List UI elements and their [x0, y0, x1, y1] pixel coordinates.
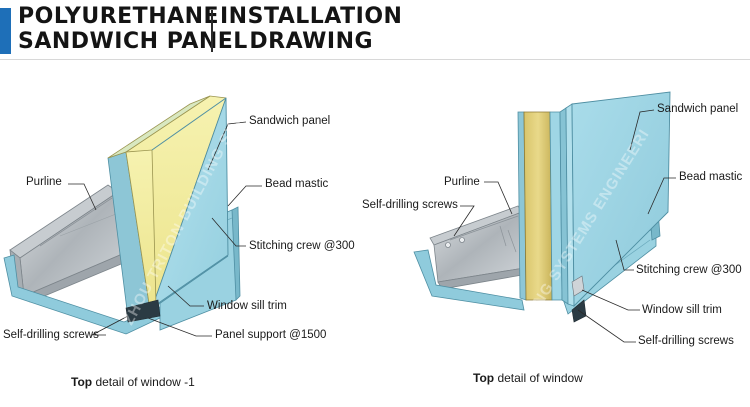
right-label-stitching-crew: Stitching crew @300 [636, 264, 742, 276]
right-label-sandwich-panel: Sandwich panel [657, 103, 739, 115]
right-label-self-drilling-screws-bottom: Self-drilling screws [638, 335, 734, 347]
left-caption-text: detail of window -1 [92, 375, 195, 389]
header: POLYURETHANE SANDWICH PANEL INSTALLATION… [0, 0, 750, 60]
right-drawing [413, 91, 676, 343]
left-caption: Top detail of window -1 [71, 375, 195, 389]
right-caption: Top detail of window [473, 371, 583, 385]
right-leader-lines [453, 109, 676, 343]
left-purline [9, 184, 127, 303]
header-rule [0, 59, 750, 60]
title-drawing-line2: DRAWING [249, 29, 374, 54]
left-label-stitching-crew: Stitching crew @300 [249, 240, 355, 252]
left-label-self-drilling-screws: Self-drilling screws [3, 329, 99, 341]
left-label-sandwich-panel: Sandwich panel [249, 115, 331, 127]
right-caption-text: detail of window [494, 371, 583, 385]
accent-bar [0, 8, 11, 54]
right-label-bead-mastic: Bead mastic [679, 171, 743, 183]
title-product-line2: SANDWICH PANEL [18, 29, 248, 54]
left-drawing [3, 95, 262, 337]
left-caption-bold: Top [71, 375, 93, 389]
left-label-window-sill-trim: Window sill trim [207, 300, 287, 312]
title-drawing-line1: INSTALLATION [220, 4, 403, 29]
right-sandwich-panel [517, 91, 671, 323]
left-label-panel-support: Panel support @1500 [215, 329, 327, 341]
title-separator [211, 10, 213, 52]
left-leader-lines [68, 121, 262, 337]
title-drawing: INSTALLATION DRAWING [220, 4, 402, 54]
right-label-window-sill-trim: Window sill trim [642, 304, 722, 316]
right-label-purline: Purline [444, 176, 480, 188]
left-sandwich-panel [107, 95, 229, 323]
left-label-bead-mastic: Bead mastic [265, 178, 329, 190]
right-label-self-drilling-screws-top: Self-drilling screws [362, 199, 458, 211]
left-label-purline: Purline [26, 176, 62, 188]
title-product: POLYURETHANE SANDWICH PANEL [18, 4, 248, 54]
right-caption-bold: Top [473, 371, 495, 385]
right-purline [429, 205, 529, 290]
title-product-line1: POLYURETHANE [18, 4, 220, 29]
